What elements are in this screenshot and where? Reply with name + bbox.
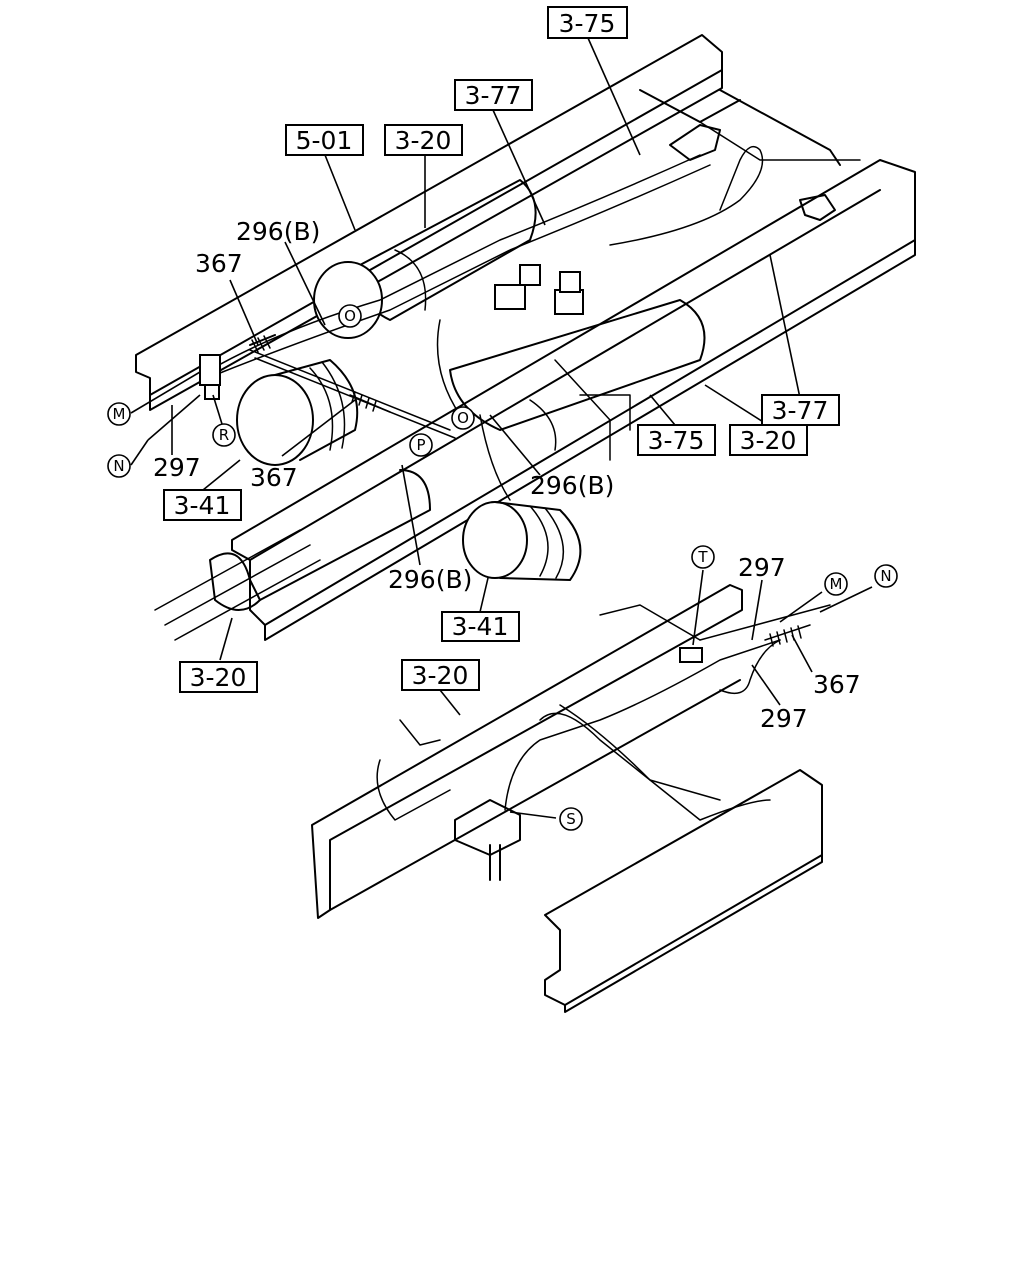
upper-frame-assembly bbox=[135, 34, 916, 641]
svg-text:3-41: 3-41 bbox=[174, 491, 231, 520]
label-296b-right: 296(B) bbox=[530, 471, 614, 500]
label-367-lower: 367 bbox=[813, 670, 861, 699]
callout-box-3-41-lower: 3-41 bbox=[441, 611, 520, 642]
svg-text:3-20: 3-20 bbox=[740, 426, 797, 455]
svg-text:3-77: 3-77 bbox=[465, 81, 522, 110]
label-297-lower-top: 297 bbox=[738, 553, 786, 582]
svg-text:3-77: 3-77 bbox=[772, 396, 829, 425]
svg-text:N: N bbox=[113, 457, 124, 475]
svg-text:3-75: 3-75 bbox=[559, 9, 616, 38]
svg-text:N: N bbox=[880, 567, 891, 585]
callout-box-3-20-lower: 3-20 bbox=[401, 659, 480, 691]
connector-r: R bbox=[212, 423, 236, 447]
svg-text:R: R bbox=[219, 426, 229, 444]
label-296b-lower: 296(B) bbox=[388, 565, 472, 594]
lower-frame-assembly bbox=[311, 584, 831, 1013]
callout-box-3-75-right: 3-75 bbox=[637, 424, 716, 456]
svg-text:T: T bbox=[697, 548, 708, 566]
plain-callouts: 296(B) 367 297 367 296(B) 296(B) 297 367… bbox=[153, 217, 861, 733]
connector-m-left: M bbox=[107, 402, 131, 426]
connector-s: S bbox=[559, 807, 583, 831]
svg-text:3-75: 3-75 bbox=[648, 426, 705, 455]
callout-box-3-20-right: 3-20 bbox=[729, 424, 808, 456]
callout-box-3-75-top: 3-75 bbox=[547, 6, 628, 39]
callout-box-3-20-top: 3-20 bbox=[384, 124, 463, 156]
connector-n-left: N bbox=[107, 454, 131, 478]
leader-lines bbox=[130, 37, 873, 819]
svg-text:3-41: 3-41 bbox=[452, 612, 509, 641]
connector-markers: M N R O O P T M bbox=[107, 304, 898, 831]
svg-text:O: O bbox=[344, 307, 356, 325]
svg-text:S: S bbox=[566, 810, 576, 828]
svg-text:3-20: 3-20 bbox=[395, 126, 452, 155]
label-367-mid: 367 bbox=[250, 463, 298, 492]
callout-box-3-41-left: 3-41 bbox=[163, 489, 242, 521]
connector-m-right: M bbox=[824, 572, 848, 596]
svg-text:3-20: 3-20 bbox=[412, 661, 469, 690]
svg-text:5-01: 5-01 bbox=[296, 126, 353, 155]
connector-p: P bbox=[409, 433, 433, 457]
svg-text:3-20: 3-20 bbox=[190, 663, 247, 692]
callout-box-3-20-left: 3-20 bbox=[179, 661, 258, 693]
callout-box-5-01: 5-01 bbox=[285, 124, 364, 156]
svg-text:M: M bbox=[830, 575, 843, 593]
label-367-top: 367 bbox=[195, 249, 243, 278]
svg-text:M: M bbox=[113, 405, 126, 423]
label-297-lower: 297 bbox=[760, 704, 808, 733]
label-297-left: 297 bbox=[153, 453, 201, 482]
callout-box-3-77-right: 3-77 bbox=[761, 394, 840, 426]
connector-o-mid: O bbox=[451, 406, 475, 430]
svg-text:P: P bbox=[416, 436, 425, 454]
connector-o-top: O bbox=[338, 304, 362, 328]
svg-text:O: O bbox=[457, 409, 469, 427]
label-296b-top: 296(B) bbox=[236, 217, 320, 246]
connector-n-right: N bbox=[874, 564, 898, 588]
boxed-callouts: 3-75 3-77 5-01 3-20 3-77 3-75 3-20 3-41 bbox=[163, 6, 840, 693]
connector-t: T bbox=[691, 545, 715, 569]
callout-box-3-77-top: 3-77 bbox=[454, 79, 533, 111]
